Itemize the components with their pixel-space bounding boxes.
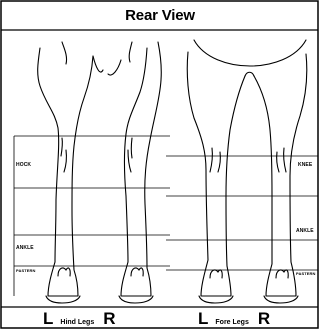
hind-right-letter: R (103, 310, 115, 327)
hind-ankle-label: ANKLE (16, 245, 34, 251)
fore-right-letter: R (258, 310, 270, 327)
fore-knee-label: KNEE (298, 162, 312, 168)
fore-left-letter: L (198, 310, 208, 327)
fore-ankle-label: ANKLE (296, 228, 314, 234)
hind-legs-drawing (38, 42, 162, 303)
fore-reference-lines (166, 156, 318, 270)
hind-pastern-label: PASTERN (16, 268, 36, 274)
fore-pastern-label: PASTERN (296, 271, 316, 277)
fore-legs-footer: L Fore Legs R (198, 310, 270, 327)
fore-legs-caption: Fore Legs (215, 319, 248, 326)
hind-left-letter: L (43, 310, 53, 327)
hind-legs-footer: L Hind Legs R (43, 310, 116, 327)
fore-legs-drawing (187, 40, 307, 303)
page-title: Rear View (0, 7, 320, 24)
hind-legs-caption: Hind Legs (60, 319, 94, 326)
hind-hock-label: HOCK (16, 162, 31, 168)
